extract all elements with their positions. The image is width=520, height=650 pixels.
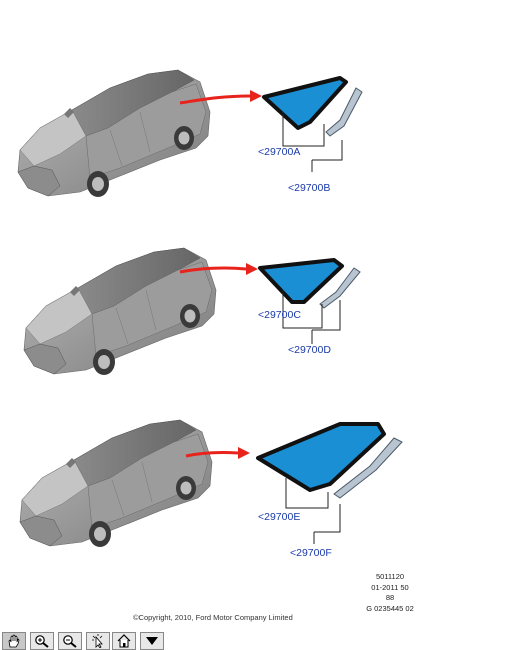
- reference-line: 5011120: [375, 572, 405, 581]
- diagram-group-1: [17, 69, 363, 198]
- part-link-29700f[interactable]: <29700F: [290, 547, 332, 559]
- zoom-out-icon: [63, 635, 77, 648]
- cursor-icon: [92, 634, 103, 648]
- menu-dropdown-button[interactable]: [140, 632, 164, 650]
- pan-tool-button[interactable]: [2, 632, 26, 650]
- pointer-arrow: [179, 266, 247, 274]
- reference-line: G 0235445 02: [366, 603, 414, 613]
- reference-line: 01-2011 50: [371, 582, 409, 592]
- quarter-glass: [262, 76, 348, 130]
- pointer-arrow: [179, 94, 251, 105]
- part-link-29700c[interactable]: <29700C: [258, 309, 301, 321]
- copyright-notice: ©Copyright, 2010, Ford Motor Company Lim…: [133, 613, 293, 622]
- part-link-29700b[interactable]: <29700B: [288, 182, 331, 194]
- car-illustration: [23, 247, 217, 376]
- select-tool-button[interactable]: [86, 632, 110, 650]
- triangle-down-icon: [146, 637, 158, 645]
- reference-line: 88: [385, 593, 395, 602]
- part-link-29700a[interactable]: <29700A: [258, 146, 301, 158]
- part-link-29700e[interactable]: <29700E: [258, 511, 301, 523]
- home-button[interactable]: [112, 632, 136, 650]
- parts-diagram: [17, 69, 403, 548]
- diagram-group-2: [23, 247, 361, 376]
- hand-icon: [8, 634, 20, 648]
- car-illustration: [19, 419, 213, 548]
- car-illustration: [17, 69, 211, 198]
- pointer-arrow: [185, 450, 239, 458]
- glass-seal: [333, 437, 403, 499]
- part-link-29700d[interactable]: <29700D: [288, 344, 331, 356]
- illustration-reference: 5011120 01-2011 50 88 G 0235445 02: [364, 572, 416, 614]
- zoom-in-icon: [35, 635, 49, 648]
- home-icon: [117, 634, 131, 648]
- quarter-glass: [258, 258, 344, 304]
- zoom-in-button[interactable]: [30, 632, 54, 650]
- glass-seal: [319, 267, 361, 309]
- glass-seal: [325, 87, 363, 137]
- zoom-out-button[interactable]: [58, 632, 82, 650]
- quarter-glass: [256, 422, 386, 492]
- diagram-group-3: [19, 419, 403, 548]
